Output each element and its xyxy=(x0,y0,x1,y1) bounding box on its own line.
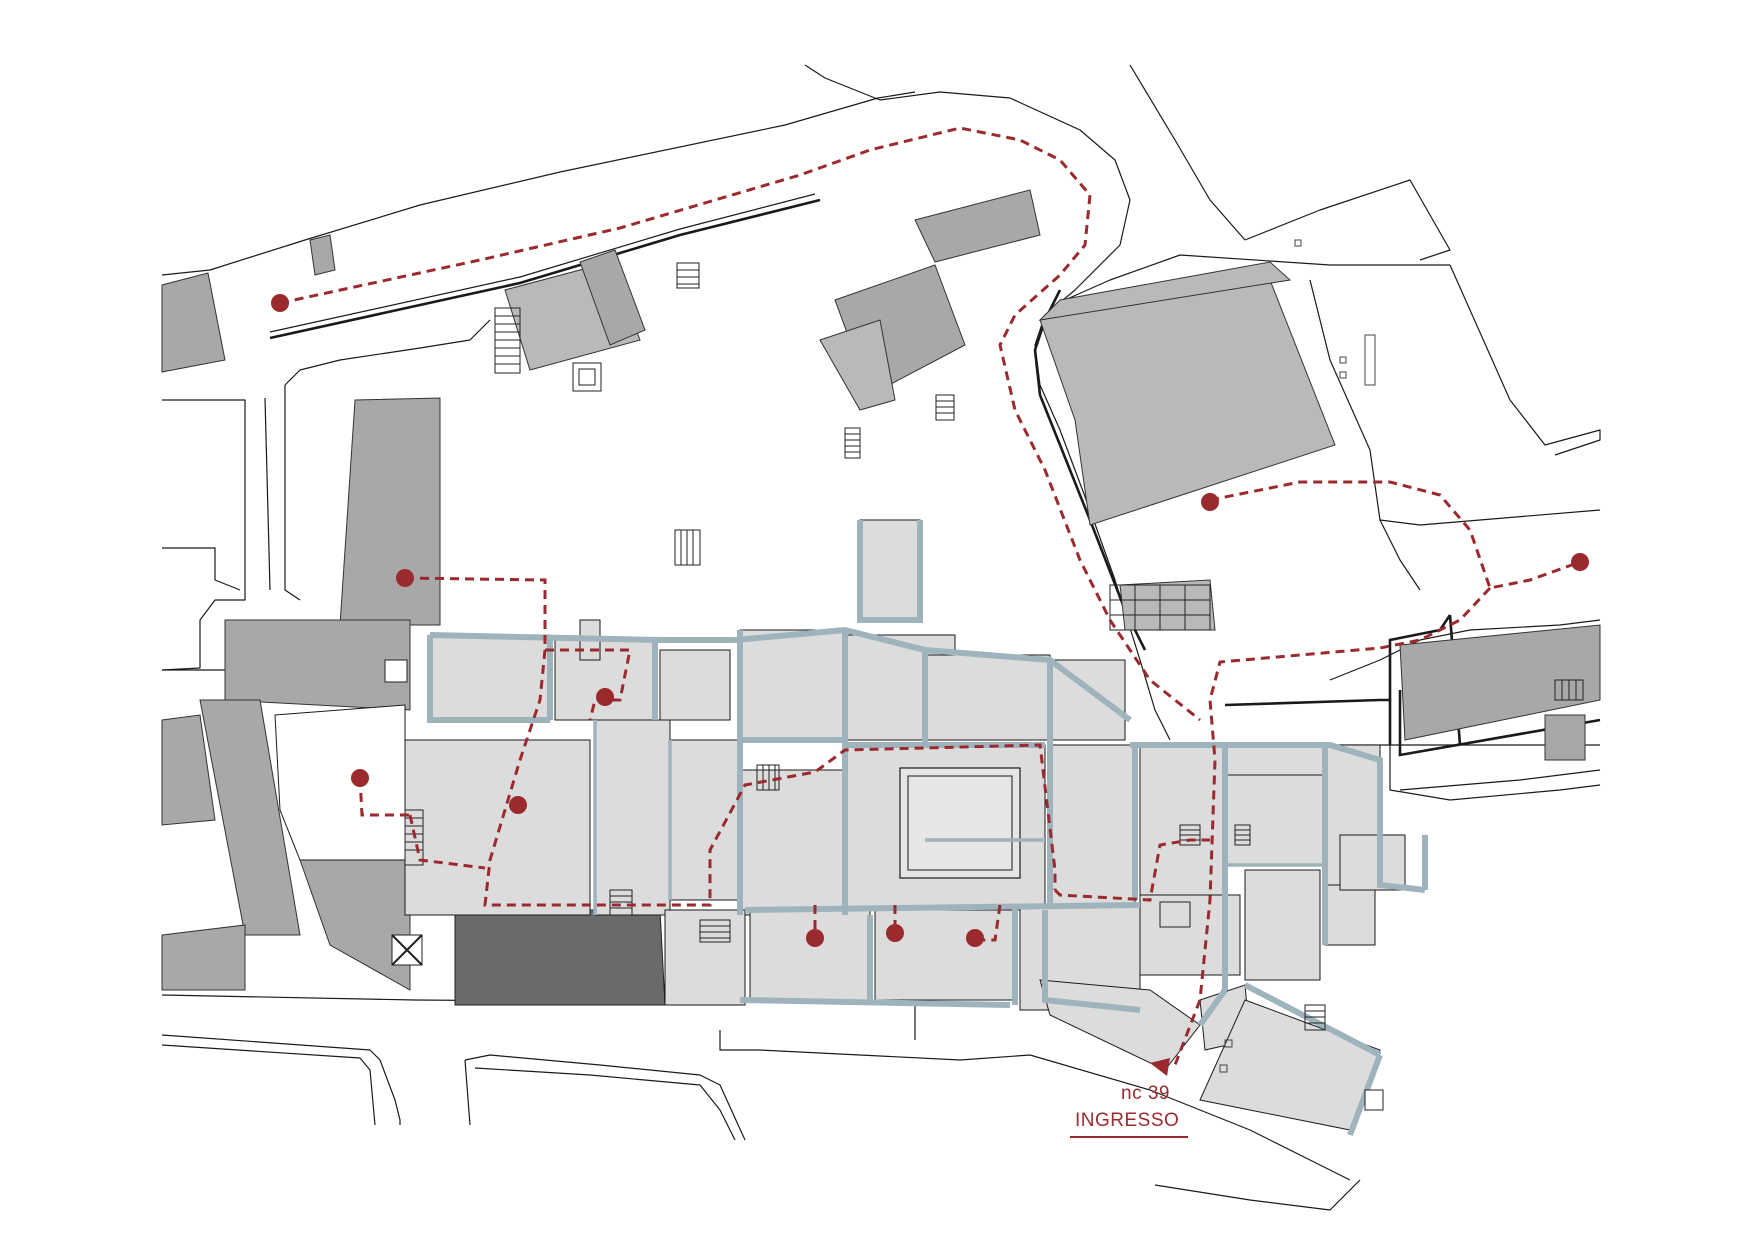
circle-marker-icon xyxy=(806,929,824,947)
circle-marker-icon xyxy=(596,688,614,706)
stairs xyxy=(404,262,1584,1031)
circle-marker-icon xyxy=(271,294,289,312)
building-walls xyxy=(427,520,1428,1137)
route-stops xyxy=(271,294,1589,947)
route-courtyard-south xyxy=(1053,838,1210,902)
route-top-street xyxy=(279,126,1201,722)
entrance-marker xyxy=(1150,1058,1170,1076)
circle-marker-icon xyxy=(351,769,369,787)
arrow-marker-icon xyxy=(1150,1058,1170,1076)
circle-marker-icon xyxy=(1201,493,1219,511)
entrance-underline xyxy=(1070,1136,1188,1138)
courtyard xyxy=(899,767,1021,879)
circle-marker-icon xyxy=(886,924,904,942)
entrance-label: INGRESSO xyxy=(1075,1110,1180,1131)
route-west-wing-2 xyxy=(483,649,1057,907)
site-features xyxy=(384,239,1384,1111)
roof-buildings xyxy=(161,189,1601,1006)
route-garden xyxy=(358,777,410,817)
route-west-wing xyxy=(404,576,632,721)
circle-marker-icon xyxy=(966,929,984,947)
route-right-yard-branch xyxy=(1173,586,1492,1066)
circle-marker-icon xyxy=(1571,553,1589,571)
circle-marker-icon xyxy=(509,796,527,814)
garden-area xyxy=(274,704,406,861)
route-right-yard xyxy=(1209,480,1581,590)
visitor-route xyxy=(279,126,1581,1066)
route-garden-2 xyxy=(408,814,486,870)
circle-marker-icon xyxy=(396,569,414,587)
entrance-number: nc 39 xyxy=(1121,1083,1170,1104)
